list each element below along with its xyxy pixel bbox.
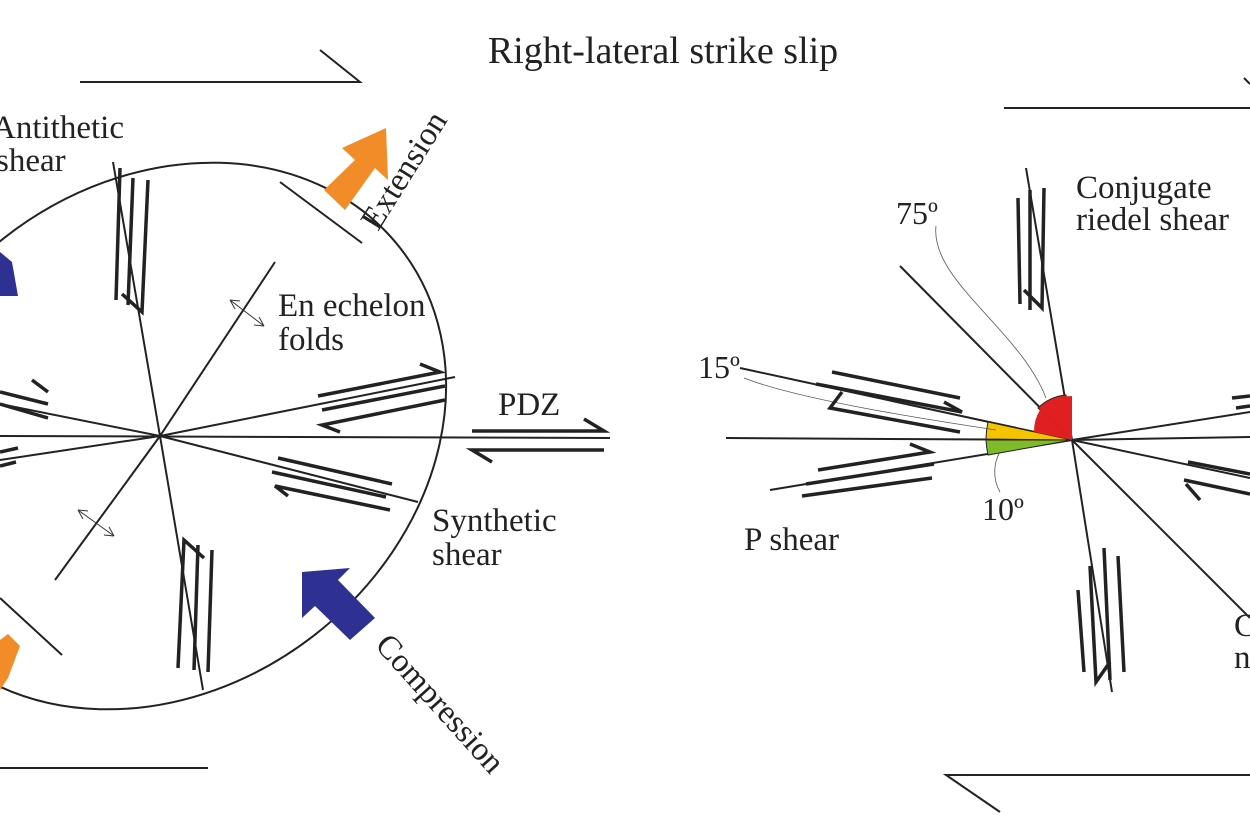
- angle-75-wedge-fill: [1040, 396, 1072, 440]
- fold-arrow-upper: [229, 299, 265, 327]
- angle-15-label: 15º: [698, 349, 740, 385]
- synthetic-label: shear: [432, 537, 502, 573]
- riedel-half-arrow: [315, 398, 446, 434]
- angle-10-wedge: [985, 439, 1073, 456]
- folds-label: En echelon: [278, 288, 426, 324]
- pdz-half-arrow-lower: [465, 448, 604, 464]
- riedel-half-arrow-right: [815, 382, 963, 414]
- extension-arrow-lower: [0, 634, 20, 690]
- angle-10-leader: [994, 451, 1001, 493]
- conjugate-half-arrow: [1102, 547, 1112, 681]
- right-edge-half-arrow: [1183, 460, 1250, 502]
- antithetic-shear-line: [112, 161, 204, 691]
- extension-arrow: [324, 128, 388, 210]
- antithetic-label: Antithetic: [0, 110, 124, 146]
- angle-10-label: 10º: [982, 491, 1024, 527]
- diagram-title: Right-lateral strike slip: [488, 30, 838, 72]
- angle-15-wedge-fill: [1033, 410, 1072, 440]
- left-edge-half-arrow: [0, 378, 50, 420]
- pdz-label: PDZ: [498, 387, 560, 423]
- pdz-line: [0, 435, 611, 439]
- synthetic-half-arrow: [277, 456, 393, 486]
- top-right-shear-half-arrow: [1004, 77, 1250, 109]
- riedel-half-arrow-right: [831, 370, 961, 400]
- top-shear-half-arrow: [80, 49, 363, 83]
- synthetic-half-arrow: [273, 484, 391, 512]
- angle-75-label: 75º: [896, 195, 938, 231]
- riedel-line-lower: [0, 403, 161, 437]
- conjugate-half-arrow: [1022, 187, 1046, 313]
- left-edge-half-arrow: [0, 446, 19, 468]
- folds-label: folds: [278, 322, 344, 358]
- riedel-half-arrow: [317, 362, 447, 398]
- angle-15-wedge: [985, 421, 1073, 441]
- left-diagram: Antithetic shear Extension En echelon fo…: [0, 49, 611, 781]
- right-diagram: Conjugate riedel shear 75º 15º 10º P she…: [698, 77, 1250, 813]
- antithetic-half-arrow: [176, 536, 206, 669]
- conjugate-label: riedel shear: [1076, 202, 1229, 238]
- antithetic-half-arrow: [192, 544, 200, 671]
- antithetic-label: shear: [0, 143, 66, 179]
- conjugate-half-arrow: [1116, 555, 1126, 673]
- conjugate-line: [899, 265, 1250, 619]
- fold-axis-line: [54, 261, 276, 581]
- extension-fracture-line-lower: [0, 597, 63, 656]
- antithetic-half-arrow: [206, 549, 214, 673]
- angle-15-leader: [743, 377, 997, 431]
- antithetic-half-arrow: [126, 177, 135, 306]
- synthetic-label: Synthetic: [432, 503, 557, 539]
- riedel-line-upper: [159, 376, 456, 437]
- conjugate-half-arrow: [1016, 197, 1022, 305]
- riedel-half-arrow-right: [826, 390, 961, 434]
- p-shear-half-arrow: [817, 442, 937, 472]
- extension-fracture-line: [279, 181, 363, 244]
- compression-label: Compression: [368, 627, 511, 781]
- cut-label: n: [1234, 640, 1250, 676]
- cut-label: C: [1234, 608, 1250, 644]
- conjugate-half-arrow: [1088, 565, 1112, 688]
- compression-arrow-left: [0, 252, 18, 296]
- synthetic-half-arrow: [271, 470, 387, 499]
- p-shear-half-arrow: [805, 462, 935, 486]
- fold-arrow-lower: [77, 509, 115, 537]
- antithetic-half-arrow: [114, 167, 122, 301]
- right-edge-half-arrow: [1231, 394, 1250, 410]
- synthetic-shear-line-back: [0, 435, 161, 461]
- bottom-right-shear-half-arrow: [942, 774, 1250, 813]
- p-shear-label: P shear: [744, 522, 839, 558]
- conjugate-half-arrow: [1076, 589, 1086, 673]
- riedel-half-arrow: [321, 384, 446, 412]
- p-shear-half-arrow: [801, 476, 933, 498]
- angle-75-leader: [935, 225, 1047, 399]
- pdz-half-arrow-upper: [472, 417, 611, 433]
- strain-ellipse: [0, 161, 448, 711]
- synthetic-shear-line: [159, 435, 419, 503]
- compression-arrow: [302, 568, 375, 640]
- conjugate-label: Conjugate: [1076, 170, 1212, 206]
